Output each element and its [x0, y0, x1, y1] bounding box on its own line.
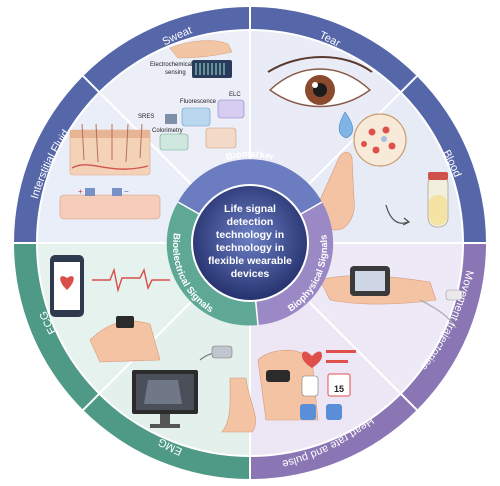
center-line-2: detection: [227, 216, 274, 228]
center-line-4: technology in: [216, 242, 284, 254]
center-line-3: technology in: [216, 229, 284, 241]
center-circle: [191, 184, 309, 302]
center-line-1: Life signal: [224, 203, 276, 215]
annotation-sres: SRES: [138, 114, 154, 120]
center-line-5: flexible wearable: [208, 255, 292, 267]
annotation-sensing: sensing: [165, 70, 186, 76]
annotation-electrochemical: Electrochemical: [150, 62, 192, 68]
emg-illustration: [132, 345, 256, 433]
center-line-6: devices: [231, 268, 270, 280]
sensing-methods-illustration: [159, 99, 245, 151]
sweat-illustration: [169, 40, 233, 78]
annotation-colorimetry: Colorimetry: [152, 128, 183, 134]
calendar-day: 15: [334, 384, 344, 394]
svg-text:+: +: [78, 187, 83, 196]
annotation-fluorescence: Fluorescence: [180, 99, 217, 105]
movement-illustration: [319, 266, 463, 329]
blood-illustration: [318, 113, 449, 231]
ecg-illustration: [50, 255, 170, 363]
heart-rate-illustration: [257, 349, 356, 421]
svg-text:−: −: [124, 187, 129, 196]
ring-border: [36, 29, 464, 457]
tear-illustration: [267, 56, 373, 139]
interstitial-illustration: + −: [59, 123, 161, 220]
center-title: Life signal detection technology in tech…: [208, 203, 292, 280]
annotation-elc: ELC: [229, 92, 241, 98]
